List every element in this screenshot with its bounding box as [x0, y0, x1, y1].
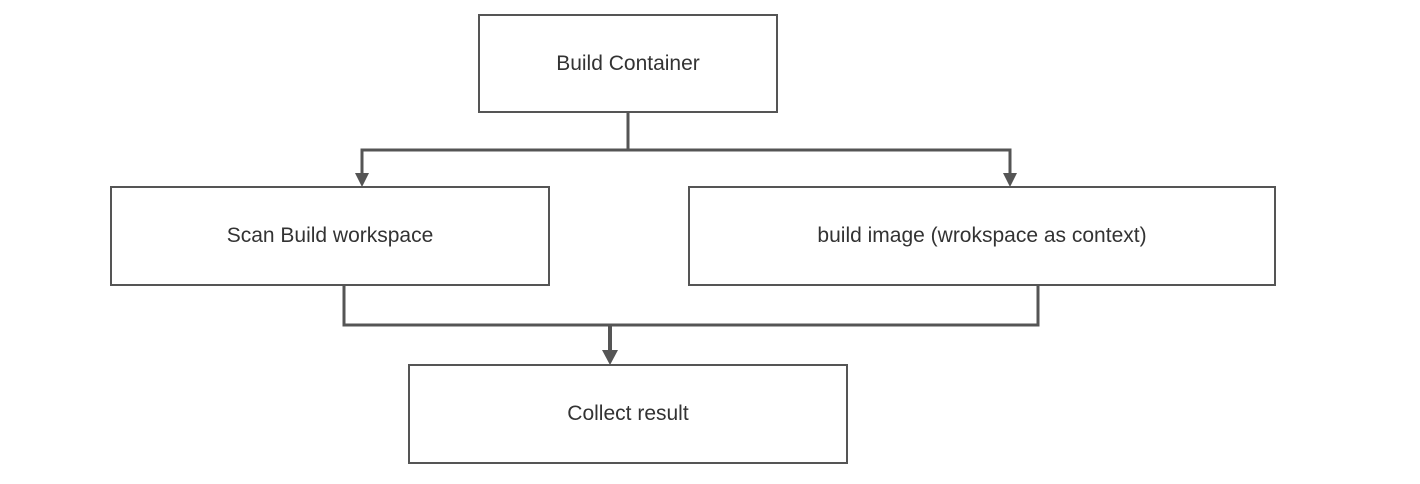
build-image-label: build image (wrokspace as context): [817, 224, 1147, 247]
arrowhead-build-image: [1003, 173, 1017, 187]
edge-build-image-to-collect: [610, 286, 1040, 327]
arrowhead-scan: [355, 173, 369, 187]
edge-build-container-to-scan: [360, 113, 630, 174]
arrowhead-collect: [602, 350, 618, 365]
edge-scan-to-collect: [342, 286, 610, 327]
edge-build-container-to-build-image: [628, 148, 1012, 174]
build-container-label: Build Container: [556, 51, 700, 75]
build-image-node: build image (wrokspace as context): [688, 186, 1276, 286]
build-container-node: Build Container: [478, 14, 778, 113]
collect-result-node: Collect result: [408, 364, 848, 464]
collect-result-label: Collect result: [567, 402, 689, 425]
scan-build-workspace-node: Scan Build workspace: [110, 186, 550, 286]
scan-build-workspace-label: Scan Build workspace: [226, 224, 434, 247]
